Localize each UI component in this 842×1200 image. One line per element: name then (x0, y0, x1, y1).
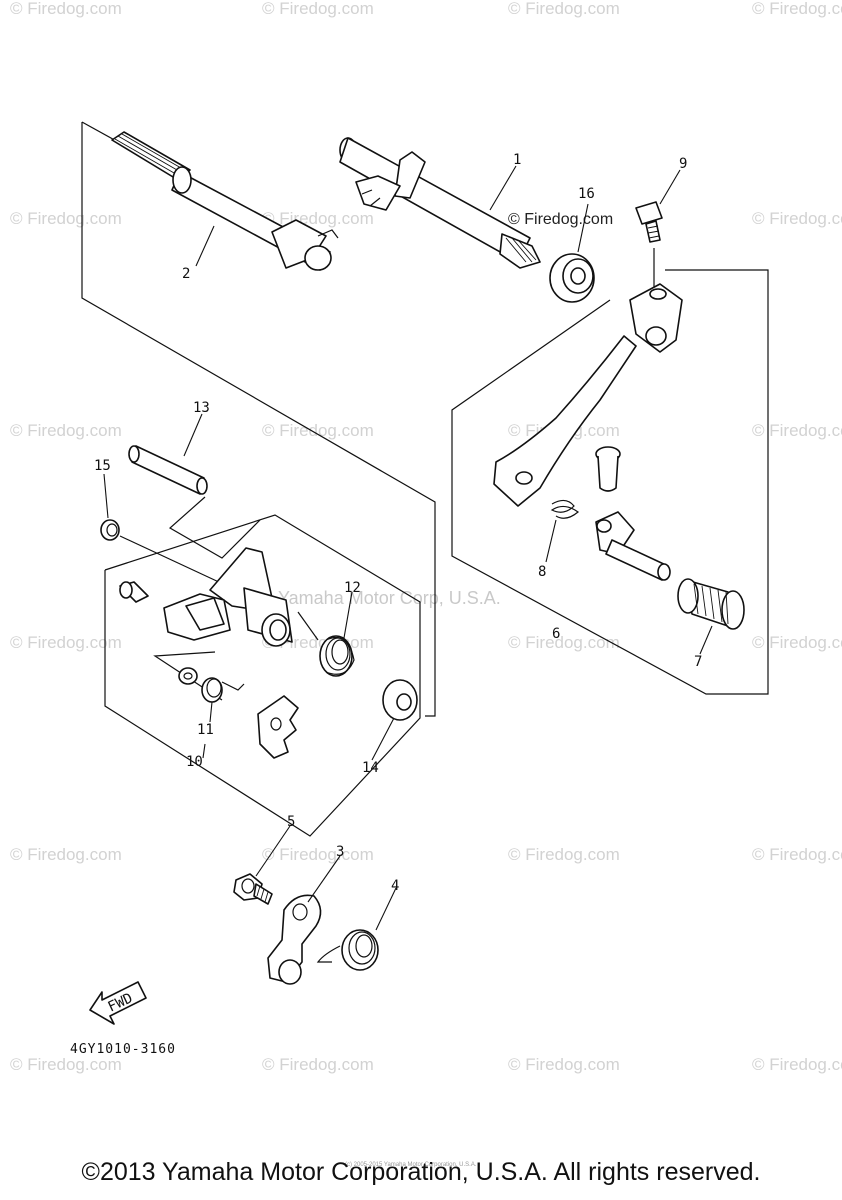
claw-leader-outline (153, 651, 223, 701)
watermark: © Firedog.com (752, 845, 842, 864)
watermark: © Firedog.com (10, 1055, 122, 1074)
part-4-spring (316, 929, 379, 971)
callout-16: 16 (578, 186, 595, 202)
watermark-grid: © Firedog.com © Firedog.com © Firedog.co… (10, 0, 842, 1074)
watermark: © Firedog.com (10, 209, 122, 228)
footer-copyright: ©2013 Yamaha Motor Corporation, U.S.A. A… (81, 1158, 761, 1186)
part-6-shift-pedal (493, 283, 683, 507)
pedal-pin (595, 446, 621, 492)
callout-13: 13 (193, 400, 210, 416)
shaft-group-outline (81, 122, 436, 717)
watermark: © Firedog.com (10, 633, 122, 652)
diagram-code: 4GY1010-3160 (70, 1042, 176, 1057)
watermark: © Firedog.com (262, 845, 374, 864)
callout-4: 4 (391, 878, 399, 894)
watermark: © Firedog.com (752, 1055, 842, 1074)
watermark: © Firedog.com (262, 421, 374, 440)
part-16-bearing (549, 253, 595, 303)
callout-3: 3 (336, 844, 344, 860)
part-12-spring (297, 611, 355, 677)
pin-leader-outline (168, 496, 261, 559)
watermark: © Firedog.com (10, 421, 122, 440)
watermark: © Firedog.com (752, 633, 842, 652)
part-11-roller (178, 667, 245, 703)
part-5-bolt (233, 873, 273, 905)
stopper-plate (257, 695, 299, 759)
callout-5: 5 (287, 814, 295, 830)
watermark: © Firedog.com (752, 421, 842, 440)
callout-10: 10 (186, 754, 203, 770)
part-14-washer (382, 679, 418, 721)
part-3-stopper-lever (267, 894, 322, 985)
callout-2: 2 (182, 266, 190, 282)
part-10-shift-arm (119, 547, 293, 647)
callout-7: 7 (694, 654, 702, 670)
tiny-copyright: (c) 2005-2015 Yamaha Motor Corporation, … (345, 1162, 477, 1168)
watermark: © Firedog.com (10, 0, 122, 18)
callout-8: 8 (538, 564, 546, 580)
part-8-spring (550, 499, 579, 519)
callout-14: 14 (362, 760, 379, 776)
callout-15: 15 (94, 458, 111, 474)
callout-12: 12 (344, 580, 361, 596)
part-9-bolt (635, 201, 663, 292)
watermark: © Firedog.com (262, 1055, 374, 1074)
pedal-group-outline (451, 269, 769, 695)
callout-6: 6 (552, 626, 560, 642)
part-7-pedal-rubber (677, 578, 745, 630)
callout-11: 11 (197, 722, 214, 738)
fwd-arrow-icon: FWD (89, 981, 147, 1025)
part-1-shaft-with-fork (339, 137, 541, 269)
part-13-pin (128, 445, 208, 495)
watermark: © Firedog.com (508, 0, 620, 18)
watermark: © Firedog.com (752, 0, 842, 18)
leader-lines (103, 165, 713, 931)
watermark: © Firedog.com (10, 845, 122, 864)
callout-9: 9 (679, 156, 687, 172)
watermark-corp: Yamaha Motor Corp, U.S.A. (278, 588, 501, 608)
part-2-shift-shaft (111, 131, 339, 271)
watermark: © Firedog.com (508, 633, 620, 652)
watermark: © Firedog.com (262, 0, 374, 18)
watermark: © Firedog.com (508, 845, 620, 864)
watermark: © Firedog.com (508, 1055, 620, 1074)
callout-1: 1 (513, 152, 521, 168)
sub-assembly-outline (104, 514, 421, 837)
watermark: © Firedog.com (752, 209, 842, 228)
watermark-center: © Firedog.com (508, 211, 613, 228)
pedal-tip-shaft (595, 511, 671, 581)
callouts: 1 2 3 4 5 6 7 8 9 10 11 12 13 14 15 16 (94, 152, 702, 894)
